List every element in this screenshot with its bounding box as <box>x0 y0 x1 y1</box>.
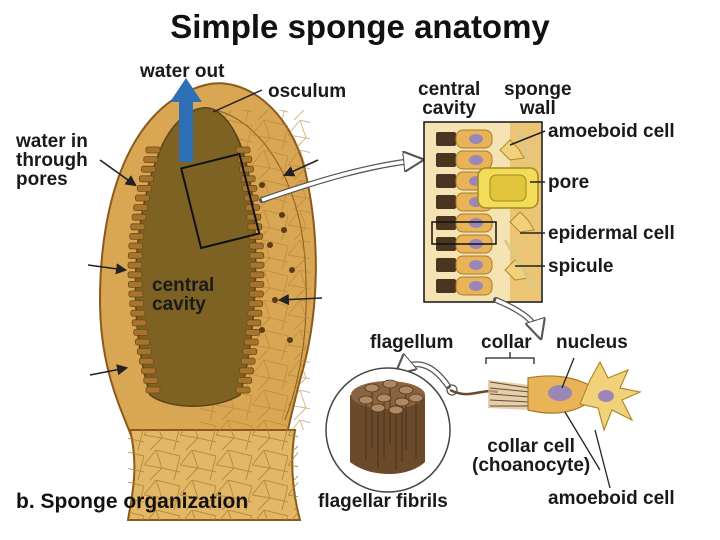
central-cavity-shape <box>134 106 257 407</box>
wall-highlight-box <box>180 152 261 250</box>
caption-text: Sponge organization <box>40 490 249 513</box>
label-central-cavity-main: central cavity <box>152 276 214 314</box>
inflow-arrows <box>87 159 323 376</box>
label-central-cavity-inset-line-1: central <box>418 79 481 100</box>
label-amoeboid-cell-bottom: amoeboid cell <box>548 488 675 509</box>
label-flagellar-fibrils: flagellar fibrils <box>318 491 448 512</box>
label-central-cavity-main-line-2: cavity <box>152 294 206 315</box>
label-water-in: water in through pores <box>16 132 88 189</box>
label-central-cavity-inset-line-2: cavity <box>422 98 477 119</box>
label-collar-cell: collar cell (choanocyte) <box>472 437 590 475</box>
exterior-pores <box>259 182 295 343</box>
label-central-cavity-main-line-1: central <box>152 275 215 296</box>
label-epidermal-cell: epidermal cell <box>548 223 675 244</box>
label-collar-cell-line-1: collar cell <box>487 436 575 457</box>
collar-cell-drawing <box>446 352 642 489</box>
label-water-out: water out <box>140 61 225 82</box>
label-water-in-line-2: through <box>16 150 88 171</box>
wall-inset <box>423 121 546 303</box>
label-nucleus: nucleus <box>556 332 628 353</box>
label-sponge-wall-line-2: wall <box>519 98 556 119</box>
figure-caption: b. Sponge organization <box>16 490 248 514</box>
label-central-cavity-inset: central cavity <box>418 80 480 118</box>
label-water-in-line-1: water in <box>16 131 88 152</box>
diagram-title: Simple sponge anatomy <box>170 8 550 45</box>
osculum-leader <box>212 89 263 113</box>
label-amoeboid-cell-inset: amoeboid cell <box>548 121 675 142</box>
label-sponge-wall: sponge wall <box>504 80 572 118</box>
label-osculum: osculum <box>268 81 347 102</box>
flagellar-fibrils-drawing <box>325 367 451 493</box>
water-out-arrow <box>170 78 202 162</box>
label-collar-cell-line-2: (choanocyte) <box>472 455 591 476</box>
label-collar: collar <box>481 332 532 353</box>
label-water-in-line-3: pores <box>16 169 68 190</box>
label-pore: pore <box>548 172 590 193</box>
label-sponge-wall-line-1: sponge <box>504 79 572 100</box>
callout-arrow-collar <box>493 297 543 339</box>
label-flagellum: flagellum <box>370 332 454 353</box>
label-spicule: spicule <box>548 256 614 277</box>
caption-prefix: b. <box>16 490 35 513</box>
collar-cell-lining <box>127 146 265 394</box>
